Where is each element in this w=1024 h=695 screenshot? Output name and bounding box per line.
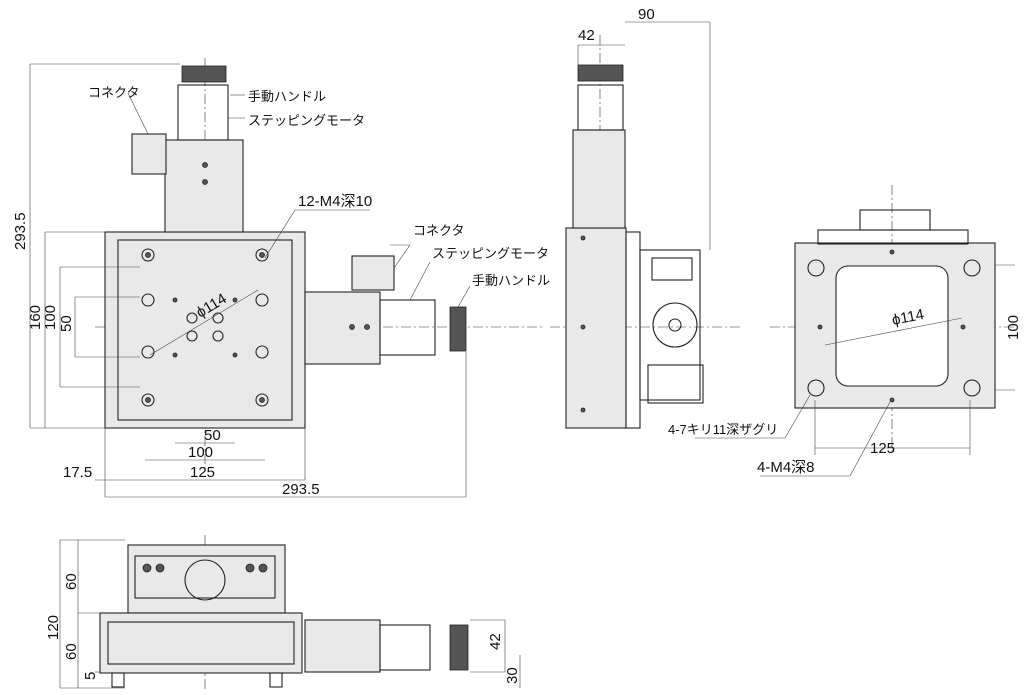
manual-handle-label-right: 手動ハンドル [472,273,550,288]
dim-5: 5 [82,672,99,680]
top-view: コネクタ 手動ハンドル ステッピングモータ 12-M4深10 コネクタ ステッピ… [12,58,550,498]
dim-125-bottom: 125 [870,440,895,457]
connector-label-right: コネクタ [413,223,464,238]
dim-60-upper: 60 [63,573,80,590]
dim-100-horizontal: 100 [188,444,213,461]
connector-body [131,133,167,175]
manual-handle-knob-right [449,306,467,352]
counterbore-label: 4-7キリ11深ザグリ [668,422,778,437]
motor-body-top [164,139,244,233]
dim-120: 120 [45,615,62,640]
table-holes [141,248,269,407]
dim-160: 160 [27,305,44,330]
front-upper-stage [127,544,286,614]
side-handle-knob [577,64,624,82]
dim-60-lower: 60 [63,643,80,660]
dim-50-vertical: 50 [58,315,75,332]
dim-30: 30 [504,667,521,684]
stepping-motor-label-right: ステッピングモータ [432,246,549,261]
manual-handle-knob [181,65,227,83]
dim-50-horizontal: 50 [204,427,221,444]
stepping-motor-label: ステッピングモータ [248,113,365,128]
dim-100-vertical: 100 [42,305,59,330]
stage-table [104,231,306,429]
tap-12-label: 12-M4深10 [298,193,372,210]
front-lower-stage [99,612,303,674]
dim-100-right: 100 [1005,315,1022,340]
dim-42-front: 42 [487,633,504,650]
front-handle-knob [449,624,469,671]
dim-293-5-horizontal: 293.5 [282,481,320,498]
side-motor-body [572,129,626,229]
side-stage-body [565,227,627,429]
dim-90: 90 [638,6,655,23]
dim-42-top: 42 [578,27,595,44]
bottom-view: ϕ114 100 125 4-7キリ11深ザグリ 4-M4深8 [668,185,1022,477]
connector-label: コネクタ [88,85,139,100]
front-view: 60 120 60 5 42 30 [45,535,521,692]
connector-body-right [351,255,395,291]
dim-17-5: 17.5 [63,464,92,481]
center-aperture [835,265,949,387]
side-view: 90 42 [550,6,740,429]
dim-125-horizontal: 125 [190,464,215,481]
dim-293-5-vertical: 293.5 [12,212,29,250]
manual-handle-label: 手動ハンドル [248,89,326,104]
phi-114-label-bottom: ϕ114 [891,306,926,329]
tap-4-label: 4-M4深8 [757,459,815,476]
front-motor-body [304,619,381,673]
